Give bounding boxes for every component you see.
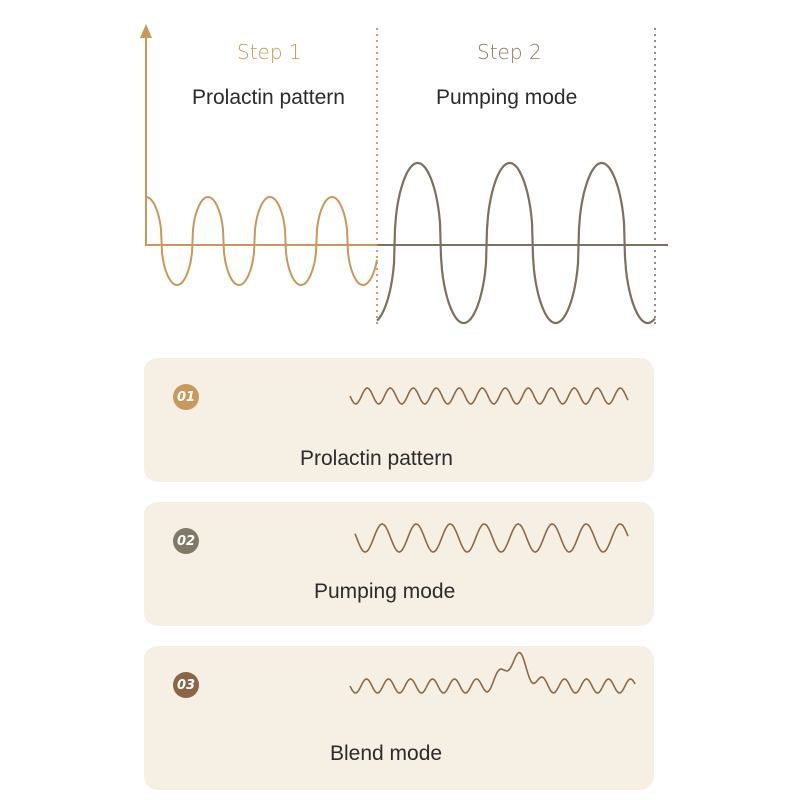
mode-card-pumping: 02 Pumping mode <box>144 502 654 626</box>
y-axis-arrow-icon <box>140 24 152 38</box>
mode-diagram <box>140 24 668 325</box>
blend-wave-icon <box>349 651 636 694</box>
step-2-mode: Pumping mode <box>436 86 578 109</box>
mode-label: Prolactin pattern <box>300 447 453 470</box>
mode-number-badge: 03 <box>173 672 199 698</box>
step-1-title: Step 1 <box>237 40 302 64</box>
step-2-title: Step 2 <box>477 40 542 64</box>
prolactin-wave-icon <box>349 387 629 405</box>
pumping-wave-icon <box>354 523 629 553</box>
mode-label: Blend mode <box>330 742 443 765</box>
mode-number-badge: 01 <box>173 384 199 410</box>
pumping-mode-wave <box>376 161 656 325</box>
mode-card-prolactin: 01 Prolactin pattern <box>144 358 654 482</box>
mode-label: Pumping mode <box>314 580 456 603</box>
prolactin-pattern-wave <box>145 195 378 287</box>
mode-number-badge: 02 <box>173 528 199 554</box>
mode-card-blend: 03 Blend mode <box>144 646 654 790</box>
step-1-mode: Prolactin pattern <box>192 86 345 109</box>
